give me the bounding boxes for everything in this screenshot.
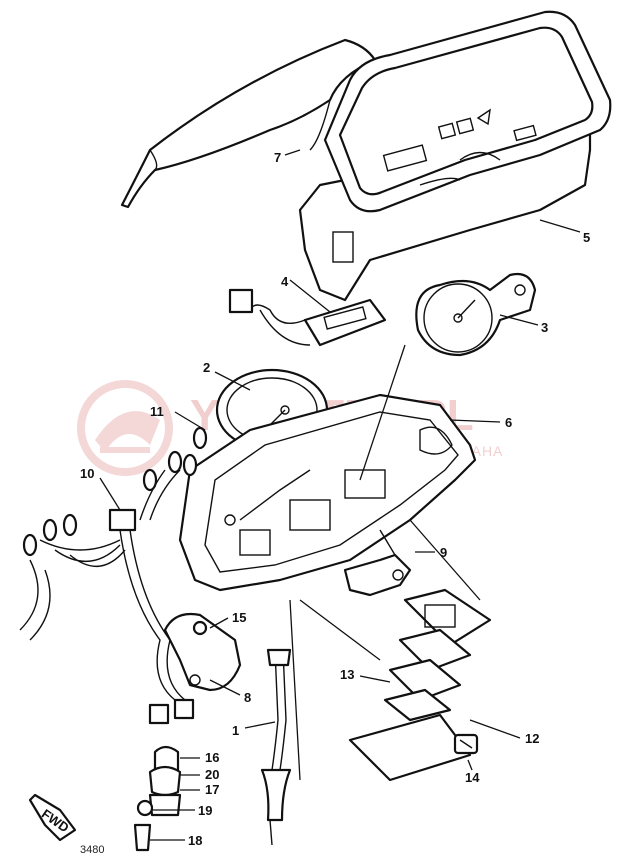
part-6-meter-case bbox=[178, 393, 477, 592]
label-17: 17 bbox=[205, 782, 219, 797]
label-16: 16 bbox=[205, 750, 219, 765]
part-3-tachometer bbox=[415, 272, 537, 357]
label-2: 2 bbox=[203, 360, 210, 375]
label-14: 14 bbox=[465, 770, 480, 785]
part-15-screw bbox=[192, 620, 208, 636]
callout-labels: 7 5 4 3 2 6 11 10 9 15 8 1 13 12 14 16 2… bbox=[80, 150, 590, 848]
label-18: 18 bbox=[188, 833, 202, 848]
part-5-meter-housing bbox=[298, 10, 612, 302]
part-7-visor bbox=[120, 38, 377, 209]
label-8: 8 bbox=[244, 690, 251, 705]
label-1: 1 bbox=[232, 723, 239, 738]
label-5: 5 bbox=[583, 230, 590, 245]
part-12-lower-unit bbox=[383, 588, 492, 722]
part-8-lower-bracket bbox=[163, 612, 242, 692]
part-16-to-20-grommets bbox=[133, 745, 182, 852]
label-3: 3 bbox=[541, 320, 548, 335]
label-15: 15 bbox=[232, 610, 246, 625]
label-13: 13 bbox=[340, 667, 354, 682]
part-9-bracket bbox=[343, 529, 412, 597]
label-19: 19 bbox=[198, 803, 212, 818]
label-11: 11 bbox=[150, 404, 164, 419]
part-10-wiring-harness bbox=[19, 469, 195, 725]
part-13-plate bbox=[348, 713, 472, 782]
leader-lines bbox=[99, 149, 581, 841]
label-12: 12 bbox=[525, 731, 539, 746]
fwd-arrow-icon: FWD bbox=[28, 793, 77, 842]
part-1-cable bbox=[260, 648, 292, 846]
label-7: 7 bbox=[274, 150, 281, 165]
watermark-logo-icon bbox=[77, 380, 173, 476]
part-11-bulbs bbox=[22, 426, 208, 557]
label-9: 9 bbox=[440, 545, 447, 560]
label-20: 20 bbox=[205, 767, 219, 782]
label-4: 4 bbox=[281, 274, 289, 289]
drawing-ref: 3480 bbox=[80, 844, 104, 856]
part-4-indicator-unit bbox=[228, 288, 387, 347]
label-6: 6 bbox=[505, 415, 512, 430]
label-10: 10 bbox=[80, 466, 94, 481]
part-14-socket bbox=[453, 733, 479, 755]
